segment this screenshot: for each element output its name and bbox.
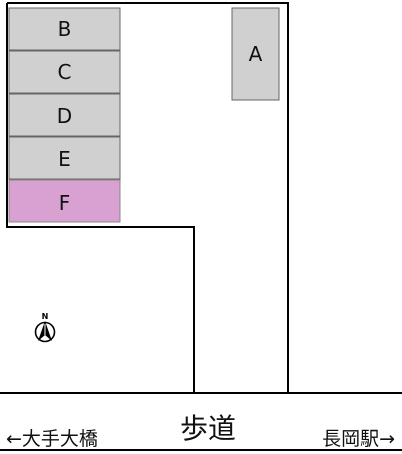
north-arrow-icon [34, 321, 56, 343]
parking-space-a[interactable]: A [231, 7, 280, 101]
parking-space-c[interactable]: C [8, 50, 121, 94]
parking-space-b[interactable]: B [8, 7, 121, 51]
road-center-label: 歩道 [180, 412, 236, 445]
road-right-direction-label: 長岡駅→ [322, 428, 395, 450]
parking-space-label: D [57, 104, 72, 128]
compass: N [34, 312, 56, 343]
lot-outline [6, 2, 289, 393]
parking-space-label: B [58, 17, 72, 41]
parking-space-d[interactable]: D [8, 93, 121, 137]
parking-space-label: A [249, 42, 263, 66]
parking-space-label: F [59, 191, 71, 215]
parking-space-label: E [58, 147, 71, 171]
compass-north-letter: N [42, 312, 49, 321]
road-left-direction-label: ←大手大橋 [6, 428, 98, 450]
parking-space-f[interactable]: F [8, 179, 121, 223]
parking-space-e[interactable]: E [8, 136, 121, 180]
parking-space-label: C [58, 60, 72, 84]
